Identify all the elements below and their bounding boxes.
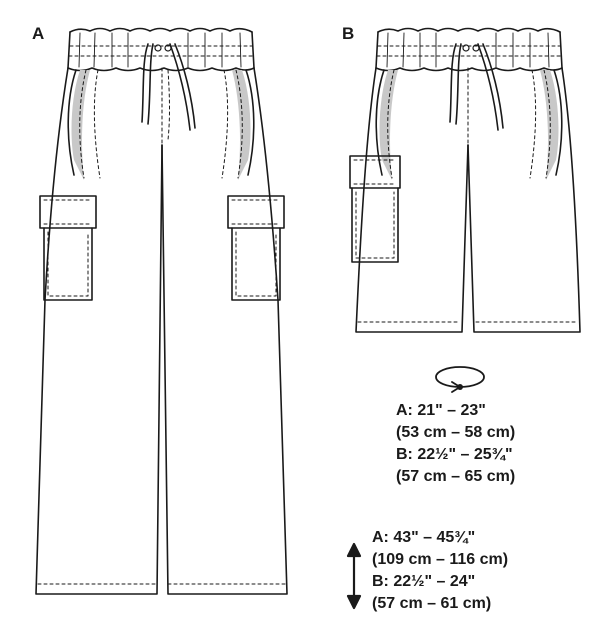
slash-pockets-a <box>67 69 255 180</box>
length-arrow-icon <box>346 542 362 610</box>
shorts-outline-b <box>355 67 581 333</box>
drawstring-a <box>141 43 196 131</box>
length-measurements: A: 43" – 45¾" (109 cm – 116 cm) B: 22½" … <box>372 527 508 615</box>
drawstring-b <box>449 43 504 131</box>
view-a-label: A <box>32 24 45 43</box>
waist-measurements: A: 21" – 23" (53 cm – 58 cm) B: 22½" – 2… <box>396 400 515 488</box>
waistband-a <box>67 27 255 72</box>
length-a-inches: A: 43" – 45¾" <box>372 529 476 546</box>
cargo-pocket-b <box>349 155 401 263</box>
slash-pockets-b <box>375 69 563 180</box>
waist-circumference-icon <box>435 366 485 393</box>
length-a-cm: (109 cm – 116 cm) <box>372 551 509 568</box>
length-b-cm: (57 cm – 61 cm) <box>372 595 492 612</box>
waist-b-inches: B: 22½" – 25¾" <box>396 446 513 463</box>
waistband-b <box>375 27 563 72</box>
shorts-view-b <box>349 27 581 333</box>
waist-a-cm: (53 cm – 58 cm) <box>396 424 516 441</box>
pants-view-a <box>35 27 288 595</box>
waist-a-inches: A: 21" – 23" <box>396 402 486 419</box>
cargo-pocket-right-a <box>227 195 285 301</box>
cargo-pocket-left-a <box>39 195 97 301</box>
waist-b-cm: (57 cm – 65 cm) <box>396 468 516 485</box>
length-b-inches: B: 22½" – 24" <box>372 573 476 590</box>
view-b-label: B <box>342 24 355 43</box>
